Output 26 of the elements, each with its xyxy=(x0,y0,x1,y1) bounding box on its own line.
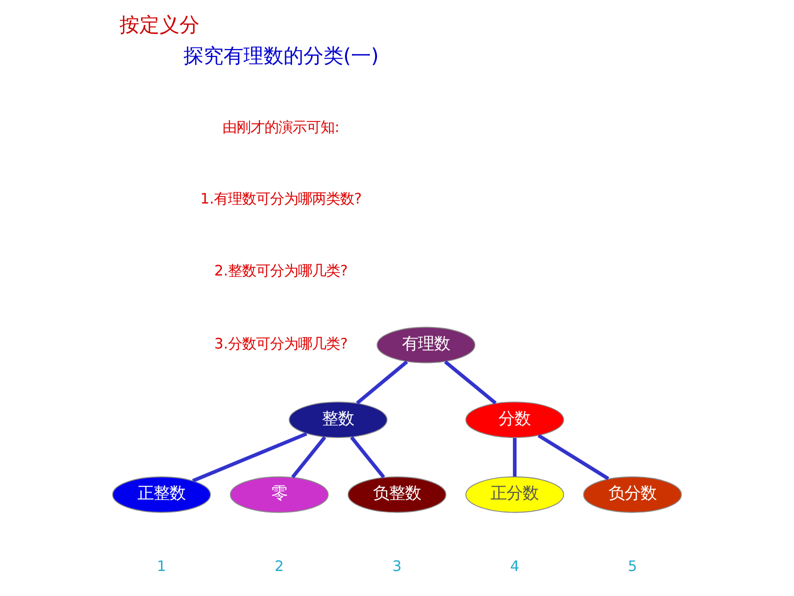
node-ellipse: 整数 xyxy=(288,402,388,438)
node-ellipse: 正分数 xyxy=(465,476,564,513)
connector xyxy=(444,360,497,404)
node-ellipse: 负整数 xyxy=(348,476,446,513)
label: 3.分数可分为哪几类? xyxy=(214,336,348,352)
connector xyxy=(192,432,308,482)
node-ellipse: 分数 xyxy=(465,402,564,438)
node-ellipse: 正整数 xyxy=(112,476,211,513)
label: 1 xyxy=(156,559,166,576)
node-ellipse: 负分数 xyxy=(583,476,682,513)
node-ellipse: 有理数 xyxy=(376,326,476,364)
label: 由刚才的演示可知: xyxy=(222,120,340,136)
label: 5 xyxy=(628,559,638,576)
node-ellipse: 零 xyxy=(230,476,329,513)
label: 2 xyxy=(274,559,284,576)
label: 3 xyxy=(392,559,402,576)
connector xyxy=(538,434,610,480)
connector xyxy=(291,436,326,478)
label: 1.有理数可分为哪两类数? xyxy=(200,192,362,208)
connector xyxy=(512,438,517,477)
label: 4 xyxy=(510,559,520,576)
connector xyxy=(356,360,408,404)
diagram-title: 按定义分 xyxy=(120,13,200,36)
label: 探究有理数的分类(一) xyxy=(183,44,379,68)
label: 2.整数可分为哪几类? xyxy=(214,263,348,280)
connector xyxy=(350,436,386,478)
